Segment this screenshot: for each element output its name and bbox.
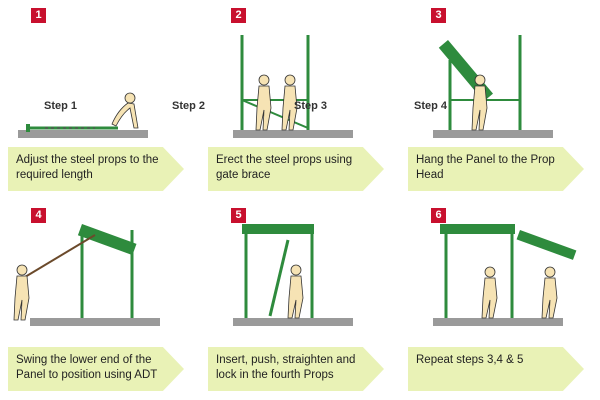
prop-head [26, 124, 30, 132]
instruction-text: Swing the lower end of the Panel to posi… [16, 353, 166, 383]
step-label-3: Step 3 [294, 100, 327, 112]
step-4-illustration [0, 200, 190, 345]
step-5-illustration [200, 200, 390, 345]
instruction-callout: Insert, push, straighten and lock in the… [208, 347, 384, 391]
worker-figure [112, 93, 138, 128]
formwork-panel [440, 224, 515, 234]
worker-figure [542, 267, 557, 318]
worker-figure [256, 75, 271, 130]
step-1-illustration [0, 0, 190, 145]
instruction-text: Erect the steel props using gate brace [216, 153, 366, 183]
step-panel-5: 5 Insert, push, straighten and lock in t… [200, 200, 390, 398]
step-3-illustration [400, 0, 590, 145]
worker-figure [482, 267, 497, 318]
step-2-illustration [200, 0, 390, 145]
instruction-callout: Erect the steel props using gate brace [208, 147, 384, 191]
instruction-callout: Hang the Panel to the Prop Head [408, 147, 584, 191]
floor-slab [30, 318, 160, 326]
step-panel-4: 4 Swing the lower end of the Panel to po… [0, 200, 190, 398]
instruction-text: Repeat steps 3,4 & 5 [416, 353, 566, 368]
floor-slab [233, 318, 353, 326]
floor-slab [233, 130, 353, 138]
instruction-text: Adjust the steel props to the required l… [16, 153, 166, 183]
instruction-text: Hang the Panel to the Prop Head [416, 153, 566, 183]
instruction-callout: Swing the lower end of the Panel to posi… [8, 347, 184, 391]
step-panel-6: 6 Repeat steps 3,4 & 5 [400, 200, 590, 398]
worker-figure [14, 265, 29, 320]
step-panel-2: Step 2 2 Step 3 Erect the steel props us… [200, 0, 390, 198]
instruction-callout: Repeat steps 3,4 & 5 [408, 347, 584, 391]
floor-slab [433, 130, 553, 138]
step-panel-3: Step 4 3 Hang the Panel to the Prop Head [400, 0, 590, 198]
adt-pole [20, 235, 95, 280]
floor-slab [433, 318, 563, 326]
formwork-panel [517, 230, 577, 260]
instruction-callout: Adjust the steel props to the required l… [8, 147, 184, 191]
step-label-1: Step 1 [44, 100, 77, 112]
step-6-illustration [400, 200, 590, 345]
instruction-text: Insert, push, straighten and lock in the… [216, 353, 366, 383]
formwork-panel [242, 224, 314, 234]
floor-slab [18, 130, 148, 138]
worker-figure [288, 265, 303, 318]
fourth-prop [270, 240, 288, 316]
step-panel-1: 1 Step 1 Adjust the steel props to the r… [0, 0, 190, 198]
